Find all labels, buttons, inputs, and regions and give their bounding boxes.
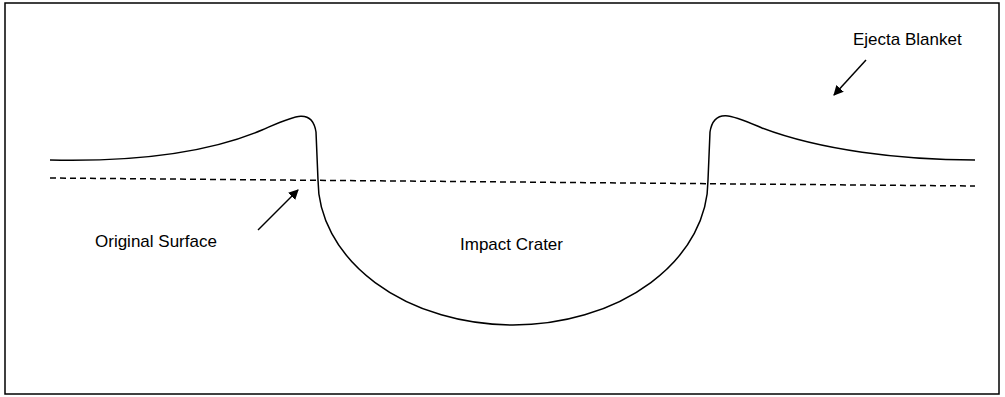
leader-arrow [834,60,866,95]
crater-label: Impact Crater [460,235,563,255]
crater-profile [50,116,975,325]
ejecta-label: Ejecta Blanket [853,30,962,50]
figure-frame [5,3,999,394]
original-surface-line [50,178,975,186]
leader-arrow [258,190,298,230]
surface-label: Original Surface [95,232,217,252]
